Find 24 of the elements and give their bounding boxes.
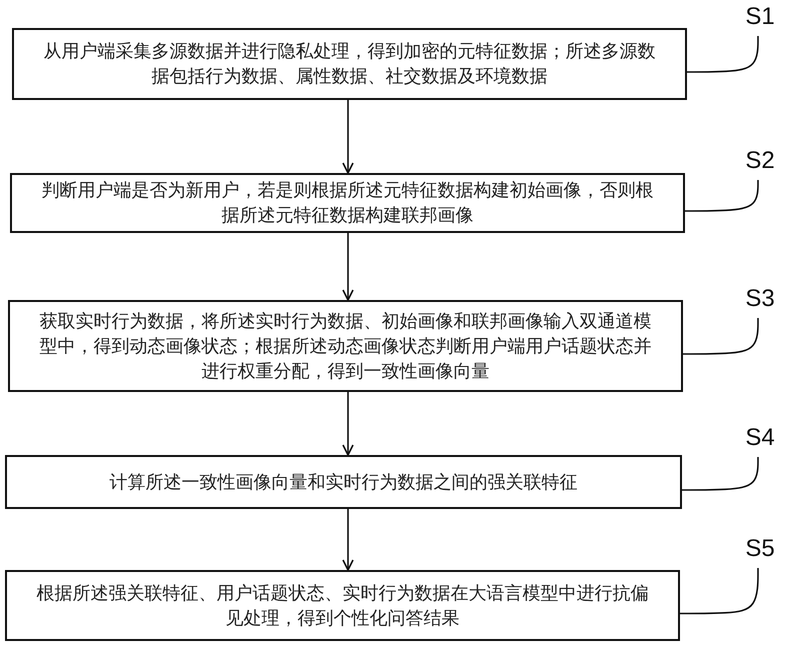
arrow xyxy=(342,392,354,456)
leader-line xyxy=(683,318,759,355)
leader-line xyxy=(682,457,759,491)
arrow xyxy=(342,233,354,301)
arrow xyxy=(342,509,354,571)
step-text: 计算所述一致性画像向量和实时行为数据之间的强关联特征 xyxy=(110,470,578,494)
leader-line xyxy=(687,36,759,73)
process-box xyxy=(8,300,683,392)
step-text: 获取实时行为数据，将所述实时行为数据、初始画像和联邦画像输入双通道模型中，得到动态画像状态；根据所述动态画像状态判断用户端用户话题状态并进行权重分配，得到一致性画像向量 xyxy=(38,310,652,384)
process-box xyxy=(12,28,687,100)
arrow xyxy=(342,100,354,174)
step-label: S3 xyxy=(745,285,775,313)
leader-line xyxy=(680,568,759,614)
process-box xyxy=(5,570,680,641)
step-text: 判断用户端是否为新用户，若是则根据所述元特征数据构建初始画像，否则根据所述元特征数据构建联邦画像 xyxy=(40,179,654,228)
step-label: S4 xyxy=(745,424,775,452)
step-text: 根据所述强关联特征、用户话题状态、实时行为数据在大语言模型中进行抗偏见处理，得到个性化问答结果 xyxy=(36,582,650,630)
process-box xyxy=(5,455,682,509)
step-text: 从用户端采集多源数据并进行隐私处理，得到加密的元特征数据；所述多源数据包括行为数据、属性数据、社交数据及环境数据 xyxy=(42,40,656,89)
step-label: S5 xyxy=(745,535,775,563)
leader-line xyxy=(685,180,759,212)
step-label: S1 xyxy=(745,3,775,31)
process-box xyxy=(10,173,685,233)
step-label: S2 xyxy=(745,147,775,175)
